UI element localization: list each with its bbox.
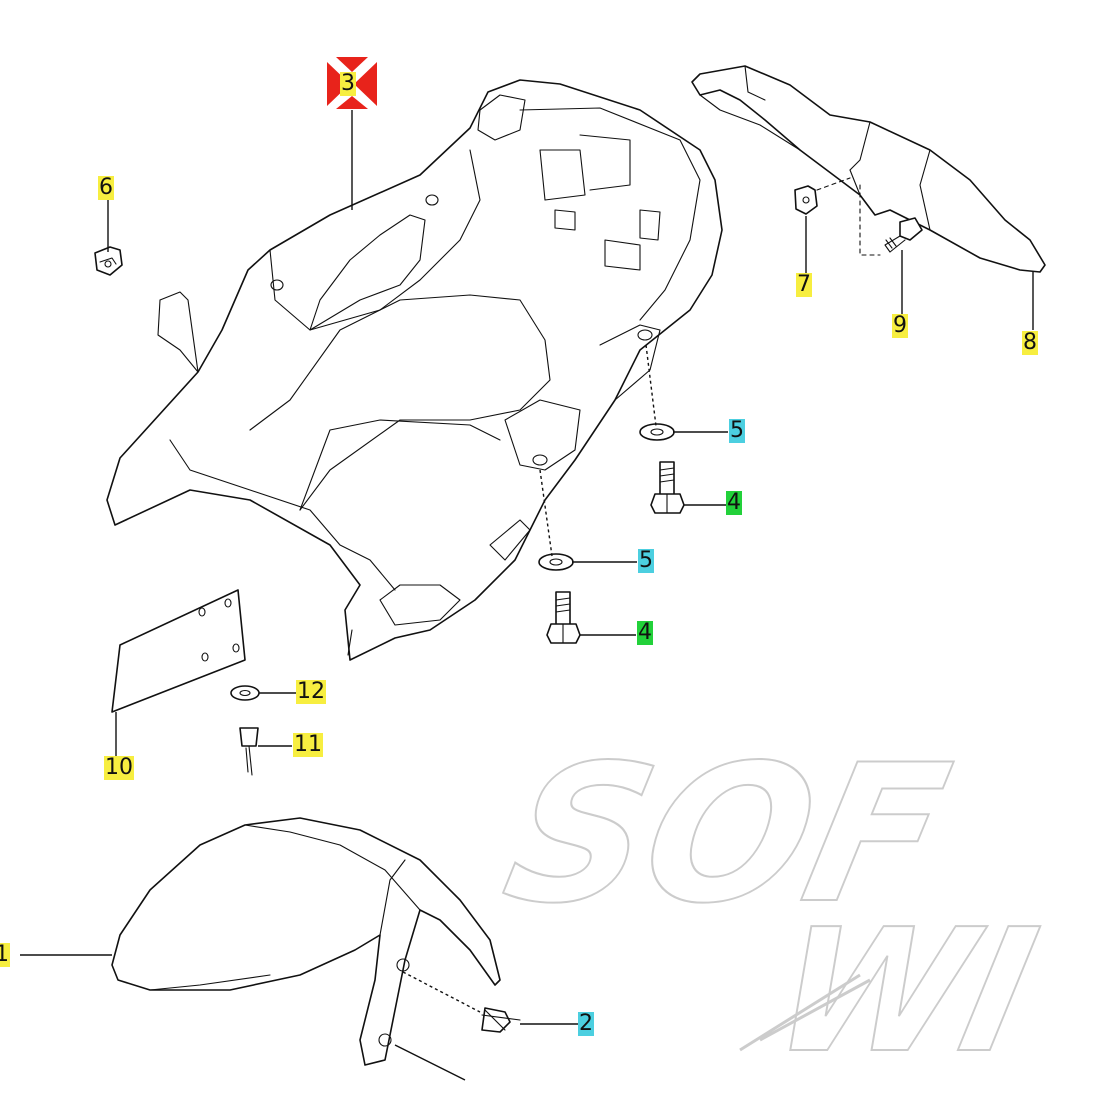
part-plate-washer[interactable] <box>230 685 260 701</box>
part-legshield-inner-body[interactable] <box>106 79 723 661</box>
part-front-fender[interactable] <box>111 817 501 1066</box>
callout-12[interactable]: 12 <box>296 679 326 704</box>
part-cover-screw[interactable] <box>884 217 923 253</box>
callout-4-lower[interactable]: 4 <box>637 620 653 645</box>
callout-6[interactable]: 6 <box>98 175 114 200</box>
part-plate[interactable] <box>111 589 246 713</box>
selected-marker <box>327 57 377 109</box>
callout-8[interactable]: 8 <box>1022 330 1038 355</box>
part-fender-screw[interactable] <box>481 1007 521 1033</box>
callout-1[interactable]: 1 <box>0 943 10 967</box>
callout-4-upper[interactable]: 4 <box>726 490 742 515</box>
part-bolt-lower[interactable] <box>546 591 581 644</box>
part-rear-cover[interactable] <box>691 65 1046 273</box>
part-washer-upper[interactable] <box>639 423 675 441</box>
part-rivet[interactable] <box>239 727 259 776</box>
part-bolt-upper[interactable] <box>650 461 685 514</box>
callout-2[interactable]: 2 <box>578 1011 594 1036</box>
callout-10[interactable]: 10 <box>104 755 134 780</box>
part-washer-lower[interactable] <box>538 553 574 571</box>
callout-5-upper[interactable]: 5 <box>729 418 745 443</box>
part-speed-nut-left[interactable] <box>94 246 123 276</box>
callout-7[interactable]: 7 <box>796 272 812 297</box>
callout-5-lower[interactable]: 5 <box>638 548 654 573</box>
callout-3[interactable]: 3 <box>340 71 356 96</box>
callout-9[interactable]: 9 <box>892 313 908 338</box>
watermark-line-1: SOF <box>489 725 964 946</box>
watermark: SOF WI <box>488 724 1052 1092</box>
part-speed-nut-right[interactable] <box>794 177 881 256</box>
watermark-line-2: WI <box>758 892 1051 1091</box>
callout-11[interactable]: 11 <box>293 732 323 757</box>
leader-lines <box>20 110 1034 1081</box>
